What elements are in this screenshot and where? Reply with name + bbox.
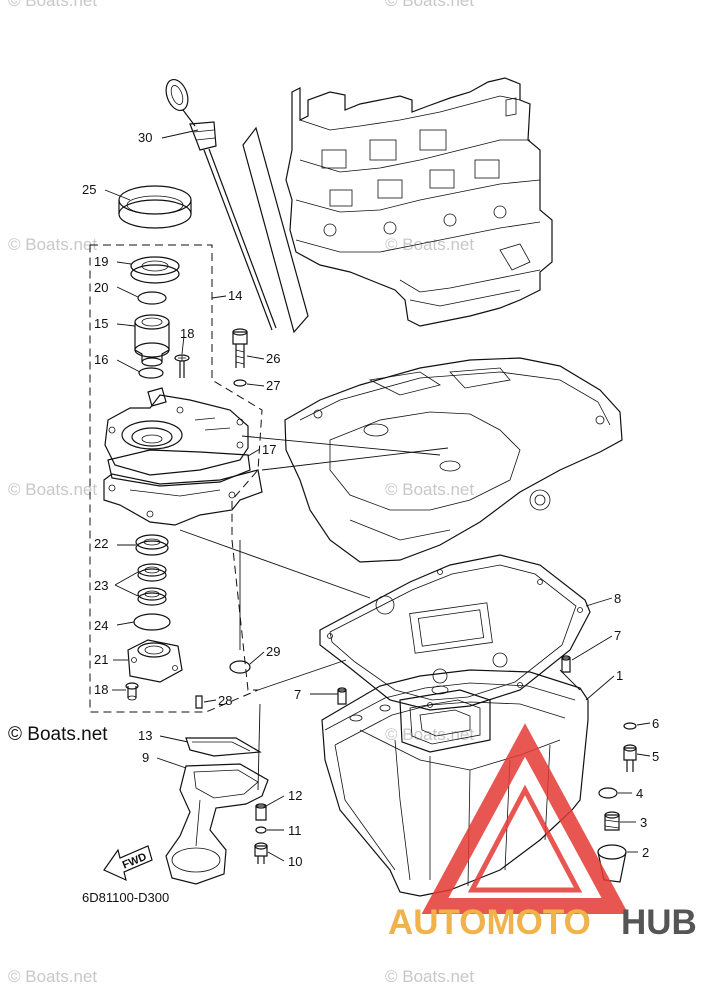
oil-seal-23-upper [137,563,167,582]
o-ring-29 [229,660,251,674]
oil-pump-body [103,387,263,526]
oil-seal-19 [130,256,180,284]
watermark-bottom-right: © Boats.net [385,967,474,986]
callout-9: 9 [142,750,149,765]
callout-8: 8 [614,591,621,606]
callout-3: 3 [640,815,647,830]
callout-19: 19 [94,254,108,269]
callout-27: 27 [266,378,280,393]
watermark-left-2: © Boats.net [8,480,97,499]
dowel-pin-7-right [561,655,571,673]
housing-21 [127,639,183,683]
o-ring-20 [137,291,167,305]
bolt-5 [623,744,637,772]
callout-labels: 30 25 19 20 14 15 18 16 26 27 17 22 23 2… [82,130,659,869]
oil-pan-upper-plate [284,357,623,563]
callout-20: 20 [94,280,108,295]
oil-seal-22 [135,534,169,556]
callout-17: 17 [262,442,276,457]
brand-logo: AUTOMOTO HUB [388,723,697,942]
fwd-label: FWD [121,851,149,872]
callout-1: 1 [616,668,623,683]
callout-21: 21 [94,652,108,667]
o-ring-16 [138,367,164,379]
seal-ring-25 [118,185,192,229]
callout-2: 2 [642,845,649,860]
leader-lines [104,129,651,862]
o-ring-24 [133,613,171,631]
callout-12: 12 [288,788,302,803]
callout-29: 29 [266,644,280,659]
collar-15 [134,314,170,367]
callout-13: 13 [138,728,152,743]
watermark-bottom-left: © Boats.net [8,967,97,986]
callout-24: 24 [94,618,108,633]
watermark-layer: © Boats.net © Boats.net © Boats.net © Bo… [8,0,474,986]
bushing-12 [255,803,267,821]
callout-6: 6 [652,716,659,731]
callout-7-right: 7 [614,628,621,643]
callout-18-upper: 18 [180,326,194,341]
watermark-right-2: © Boats.net [385,480,474,499]
watermark-right-3: © Boats.net [385,725,474,744]
watermark-top-right: © Boats.net [385,0,474,10]
callout-30: 30 [138,130,152,145]
washer-27 [233,379,247,387]
callout-15: 15 [94,316,108,331]
screw-18-lower [125,682,139,701]
brand-text-part1: AUTOMOTO [388,903,591,942]
callout-18-lower: 18 [94,682,108,697]
callout-11: 11 [288,823,302,838]
gasket-8 [319,554,591,711]
callout-5: 5 [652,749,659,764]
bolt-26 [232,328,248,368]
screw-18-upper [174,354,190,378]
oil-strainer-9 [165,763,269,885]
brand-text-part2: HUB [621,903,697,942]
callout-14: 14 [228,288,242,303]
warning-triangle-icon [421,723,629,914]
dipstick [165,78,277,331]
strainer-gasket-13 [185,737,262,757]
drain-plug-3 [604,811,620,831]
watermark-left-1: © Boats.net [8,235,97,254]
washer-6 [623,722,637,730]
oil-pump-assembly-box [89,244,263,713]
bolt-10 [254,842,268,864]
engine-block [285,77,553,327]
oil-seal-23-lower [137,587,167,606]
gasket-4 [598,787,618,799]
diagram-code: 6D81100-D300 [82,890,169,905]
dowel-pin-7-left [337,687,347,705]
callout-26: 26 [266,351,280,366]
callout-22: 22 [94,536,108,551]
dipstick-guide-tube [242,126,309,334]
dowel-28 [195,695,203,709]
watermark-top-left: © Boats.net [8,0,97,10]
washer-11 [255,826,267,834]
callout-25: 25 [82,182,96,197]
watermark-right-1: © Boats.net [385,235,474,254]
callout-28: 28 [218,693,232,708]
callout-7-left: 7 [294,687,301,702]
fwd-arrow: FWD [103,845,153,882]
watermark-prominent: © Boats.net [8,724,108,745]
callout-23: 23 [94,578,108,593]
callout-4: 4 [636,786,643,801]
callout-10: 10 [288,854,302,869]
callout-16: 16 [94,352,108,367]
